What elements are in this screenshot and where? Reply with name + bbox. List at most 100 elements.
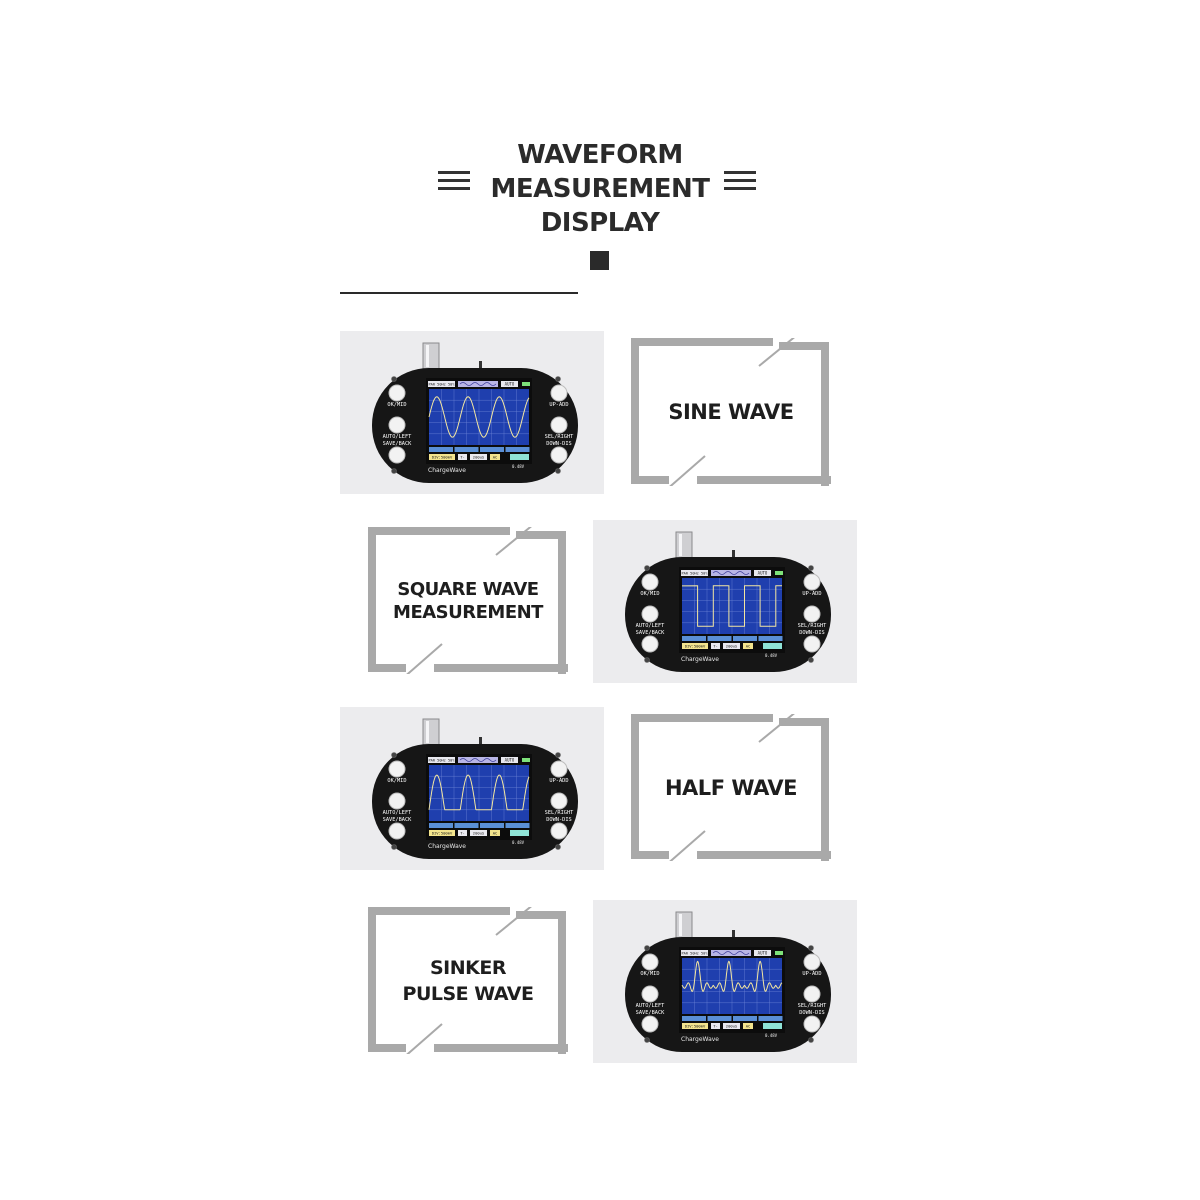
waveform-preview-icon <box>712 951 750 955</box>
label-sinker-pulse-wave: SINKER PULSE WAVE <box>368 907 568 1054</box>
waveform-trace <box>681 585 782 627</box>
time-chip <box>470 454 487 460</box>
title-square-marker <box>590 251 609 270</box>
time-chip <box>723 1023 740 1029</box>
brand-name: ChargeWave <box>681 656 719 663</box>
footer-div-text: DIV:500mV <box>432 455 453 460</box>
left-button-3 <box>388 822 406 840</box>
right-button-1 <box>803 573 821 591</box>
coupling-chip <box>743 1023 753 1029</box>
trigger-chip <box>458 830 467 836</box>
mode-chip <box>754 570 771 576</box>
right-button-label: UP-ADD <box>549 402 568 408</box>
extra-chip <box>510 830 529 836</box>
footer-time-text: 200uS <box>726 1024 738 1029</box>
div-chip <box>429 454 455 460</box>
frame-pieces <box>368 527 568 674</box>
frame-top-right-stub <box>779 342 829 350</box>
frame-slash-top <box>758 714 795 743</box>
footer-div-text: DIV:500mV <box>432 831 453 836</box>
waveform-preview-icon <box>459 382 497 386</box>
frame-slash-top <box>758 338 795 367</box>
frame-top-right-stub <box>516 531 566 539</box>
left-button-2 <box>641 985 659 1003</box>
screw-icon <box>644 945 650 951</box>
right-button-3 <box>803 1015 821 1033</box>
measurement-row <box>682 1016 783 1021</box>
bnc-connector <box>675 531 693 559</box>
frame-bottom-left-stub <box>368 664 406 672</box>
label-frame-border <box>368 527 568 674</box>
time-chip <box>723 643 740 649</box>
frame-left-bar <box>368 907 376 1049</box>
frame-left-bar <box>631 338 639 481</box>
right-button-label: DOWN-DIS <box>799 630 825 636</box>
coupling-chip <box>490 454 500 460</box>
label-frame-border <box>368 907 568 1054</box>
screw-icon <box>391 844 397 850</box>
frame-pieces <box>368 907 568 1054</box>
status-chip <box>681 950 708 956</box>
mode-chip <box>754 950 771 956</box>
corner-value: 0.48V <box>512 840 525 845</box>
measurement-chip <box>505 447 530 452</box>
bnc-connector <box>422 718 440 746</box>
right-button-label: DOWN-DIS <box>546 441 572 447</box>
corner-value: 0.48V <box>765 653 778 658</box>
left-button-label: OK/MID <box>387 778 406 784</box>
title-line-1: WAVEFORM <box>517 140 683 170</box>
label-line: SINE WAVE <box>668 400 794 424</box>
left-button-label: AUTO/LEFT <box>383 810 413 816</box>
battery-icon <box>522 758 530 762</box>
waveform-preview-icon <box>712 571 750 575</box>
right-button-label: SEL/RIGHT <box>545 434 575 440</box>
frame-bottom-left-stub <box>368 1044 406 1052</box>
measurement-chip <box>682 636 706 641</box>
left-button-2 <box>388 792 406 810</box>
bnc-connector <box>675 911 693 939</box>
screw-icon <box>555 844 561 850</box>
left-button-1 <box>388 384 406 402</box>
measurement-row <box>429 823 530 828</box>
trigger-chip <box>458 454 467 460</box>
right-button-label: UP-ADD <box>802 591 821 597</box>
frame-top-bar <box>368 527 510 535</box>
frame-top-right-stub <box>779 718 829 726</box>
footer-div-text: DIV:500mV <box>685 644 706 649</box>
left-button-label: OK/MID <box>387 402 406 408</box>
left-button-label: OK/MID <box>640 971 659 977</box>
screw-icon <box>808 657 814 663</box>
label-square-wave: SQUARE WAVE MEASUREMENT <box>368 527 568 674</box>
right-button-label: DOWN-DIS <box>546 817 572 823</box>
label-frame-border <box>631 714 831 861</box>
right-button-2 <box>803 605 821 623</box>
right-button-3 <box>550 446 568 464</box>
title-line-2: MEASUREMENT <box>490 174 710 204</box>
frame-bottom-bar <box>434 1044 568 1052</box>
footer-time-text: 200uS <box>473 831 485 836</box>
status-chip <box>428 757 455 763</box>
left-button-label: SAVE/BACK <box>636 1010 666 1016</box>
screw-icon <box>555 376 561 382</box>
frame-pieces <box>631 338 831 486</box>
frame-top-bar <box>631 338 773 346</box>
extra-chip <box>763 1023 782 1029</box>
status-mode-text: AUTO <box>758 571 768 576</box>
frame-bottom-left-stub <box>631 476 669 484</box>
measurement-chip <box>429 447 453 452</box>
corner-value: 0.48V <box>765 1033 778 1038</box>
screw-icon <box>644 1037 650 1043</box>
status-mode-text: AUTO <box>758 951 768 956</box>
right-button-label: UP-ADD <box>802 971 821 977</box>
bnc-highlight <box>679 914 682 936</box>
footer-coupling-text: AC <box>746 644 751 649</box>
frame-top-bar <box>631 714 773 722</box>
left-button-label: SAVE/BACK <box>636 630 666 636</box>
screw-icon <box>808 945 814 951</box>
corner-value: 0.48V <box>512 464 525 469</box>
frame-right-bar <box>821 718 829 861</box>
